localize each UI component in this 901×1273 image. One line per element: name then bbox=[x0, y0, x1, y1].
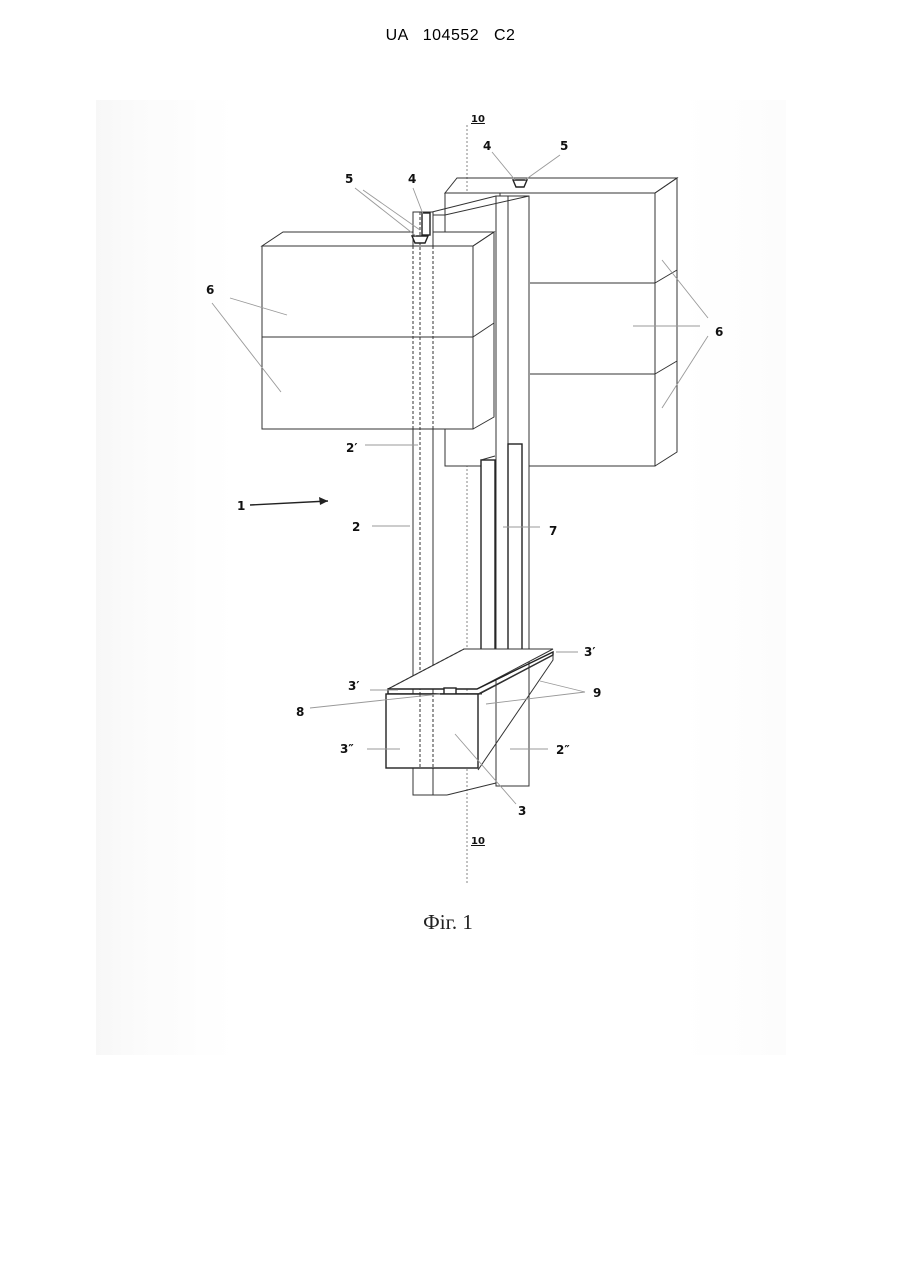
label-6-left: 6 bbox=[206, 283, 214, 297]
label-2: 2 bbox=[352, 520, 360, 534]
label-7: 7 bbox=[549, 524, 557, 538]
figure-caption: Фіг. 1 bbox=[423, 910, 473, 934]
label-3: 3 bbox=[518, 804, 526, 818]
label-8: 8 bbox=[296, 705, 304, 719]
label-5-right: 5 bbox=[560, 139, 568, 153]
label-1: 1 bbox=[237, 499, 245, 513]
label-6-right: 6 bbox=[715, 325, 723, 339]
right-block-stack bbox=[445, 178, 677, 466]
label-2-double-prime: 2″ bbox=[556, 743, 570, 757]
label-5-left: 5 bbox=[345, 172, 353, 186]
label-3-prime-left: 3′ bbox=[348, 679, 360, 693]
label-3-double-prime: 3″ bbox=[340, 742, 354, 756]
label-3-prime-right: 3′ bbox=[584, 645, 596, 659]
label-axis-bottom: 10 bbox=[471, 836, 485, 847]
label-9: 9 bbox=[593, 686, 601, 700]
label-4-left: 4 bbox=[408, 172, 416, 186]
label-axis-top: 10 bbox=[471, 114, 485, 125]
label-4-right: 4 bbox=[483, 139, 491, 153]
label-2-prime: 2′ bbox=[346, 441, 358, 455]
left-block-stack bbox=[262, 232, 494, 429]
